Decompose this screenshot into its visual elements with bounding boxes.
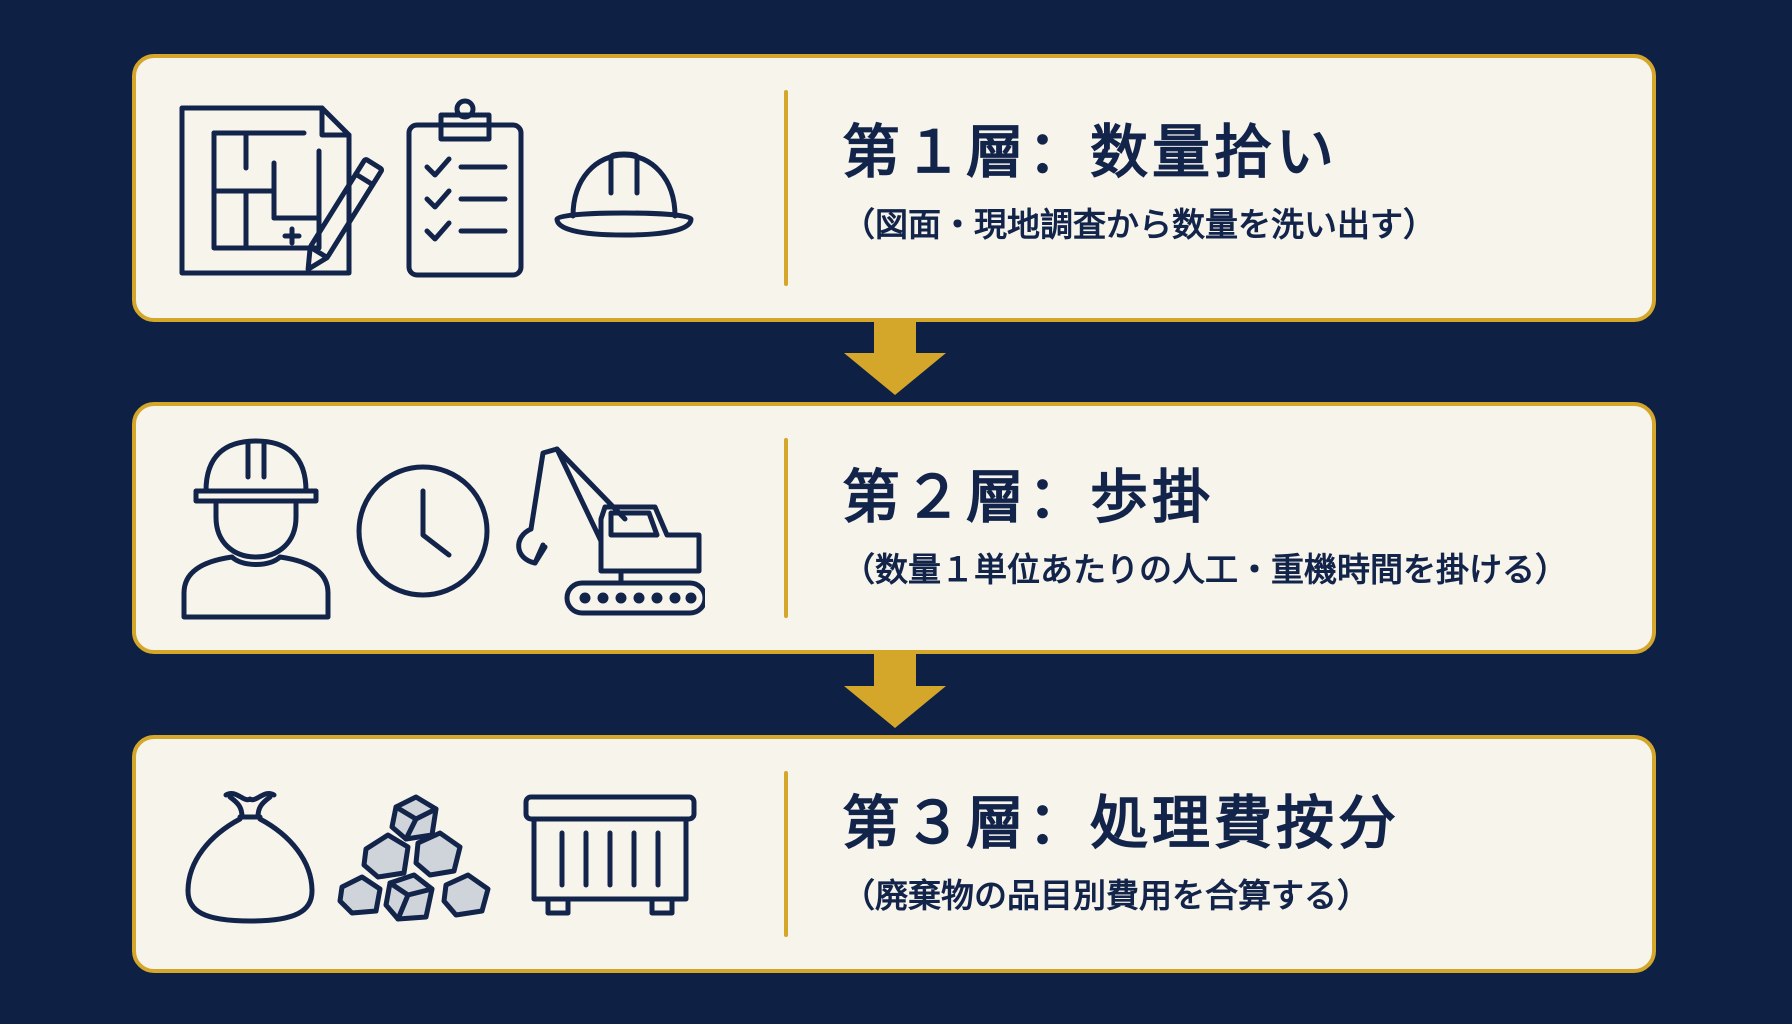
layer-3-text: 第３層：処理費按分 （廃棄物の品目別費用を合算する） <box>842 739 1632 969</box>
dumpster-icon <box>523 794 697 916</box>
waste-bag-icon <box>185 791 315 924</box>
clock-icon <box>356 464 490 598</box>
layer-1-text: 第１層：数量拾い （図面・現地調査から数量を洗い出す） <box>842 58 1632 318</box>
layer-1-divider <box>784 90 788 286</box>
arrow-down-icon <box>844 319 946 395</box>
layer-card-3: 第３層：処理費按分 （廃棄物の品目別費用を合算する） <box>132 735 1656 973</box>
layer-card-2: 第２層：歩掛 （数量１単位あたりの人工・重機時間を掛ける） <box>132 402 1656 654</box>
excavator-icon <box>516 446 705 616</box>
layer-2-divider <box>784 438 788 618</box>
layer-3-icons <box>174 739 774 969</box>
layer-2-title: 第２層：歩掛 <box>842 463 1215 532</box>
clipboard-checklist-icon <box>406 98 524 278</box>
layer-3-title: 第３層：処理費按分 <box>842 789 1401 858</box>
blueprint-pencil-icon <box>179 105 385 276</box>
worker-icon <box>181 438 331 620</box>
layer-1-title: 第１層：数量拾い <box>842 118 1339 187</box>
hard-hat-icon <box>554 151 694 238</box>
layer-2-text: 第２層：歩掛 （数量１単位あたりの人工・重機時間を掛ける） <box>842 406 1632 650</box>
rubble-pile-icon <box>337 794 491 922</box>
layer-1-icons <box>174 58 774 318</box>
layer-3-divider <box>784 771 788 937</box>
layer-2-subtitle: （数量１単位あたりの人工・重機時間を掛ける） <box>842 550 1568 590</box>
arrow-down-icon <box>844 652 946 728</box>
layer-1-subtitle: （図面・現地調査から数量を洗い出す） <box>842 205 1436 245</box>
layer-2-icons <box>174 406 774 650</box>
layer-3-subtitle: （廃棄物の品目別費用を合算する） <box>842 876 1370 916</box>
layer-card-1: 第１層：数量拾い （図面・現地調査から数量を洗い出す） <box>132 54 1656 322</box>
